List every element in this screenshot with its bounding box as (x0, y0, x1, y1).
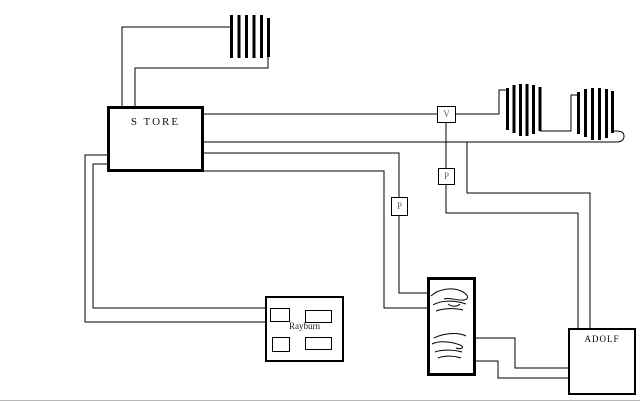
store-tank: S TORE (107, 106, 204, 172)
pipe-return-branch-to-adolf (466, 142, 591, 328)
pump-middle-label: P (396, 201, 402, 211)
pipe-exchanger-to-adolf-lower (476, 360, 568, 379)
rayburn-label: Rayburn (289, 321, 320, 331)
pipe-exchanger-to-adolf-upper (476, 337, 568, 369)
pipe-store-top-supply (121, 26, 231, 106)
pipe-store-to-rayburn-outer (84, 154, 265, 323)
rayburn-cell-bottom-right (305, 337, 332, 350)
valve-box: V (437, 106, 456, 123)
adolf-box: ADOLF (568, 328, 636, 395)
pump-right-label: P (443, 171, 449, 181)
radiator-right1-icon (506, 84, 542, 136)
pipe-store-to-exchanger-upper (204, 152, 428, 294)
valve-label: V (443, 109, 450, 119)
pipe-top-radiator-return (134, 57, 269, 106)
pump-middle-box: P (391, 197, 408, 216)
pipe-store-to-rayburn-inner (92, 163, 265, 309)
store-label: S TORE (130, 116, 181, 128)
pipe-radiator2-return (204, 130, 625, 143)
rayburn-cell-top-left (270, 308, 290, 322)
adolf-label: ADOLF (584, 334, 620, 344)
pipe-radiator1-to-radiator2 (540, 94, 578, 132)
pipe-valve-to-radiator1 (456, 89, 508, 115)
radiator-top-icon (230, 15, 270, 58)
exchanger-coil-upper-icon (430, 288, 469, 312)
pump-right-box: P (438, 168, 455, 185)
rayburn-cell-bottom-left (272, 337, 290, 352)
radiator-right2-icon (577, 88, 614, 140)
heat-exchanger-box (427, 277, 476, 376)
rayburn-cell-top-right (305, 310, 332, 323)
pipe-store-to-exchanger-lower (204, 170, 428, 309)
rayburn-box: Rayburn (265, 296, 344, 362)
exchanger-coil-lower-icon (431, 333, 467, 359)
pipe-valve-pump-to-adolf (445, 122, 579, 328)
